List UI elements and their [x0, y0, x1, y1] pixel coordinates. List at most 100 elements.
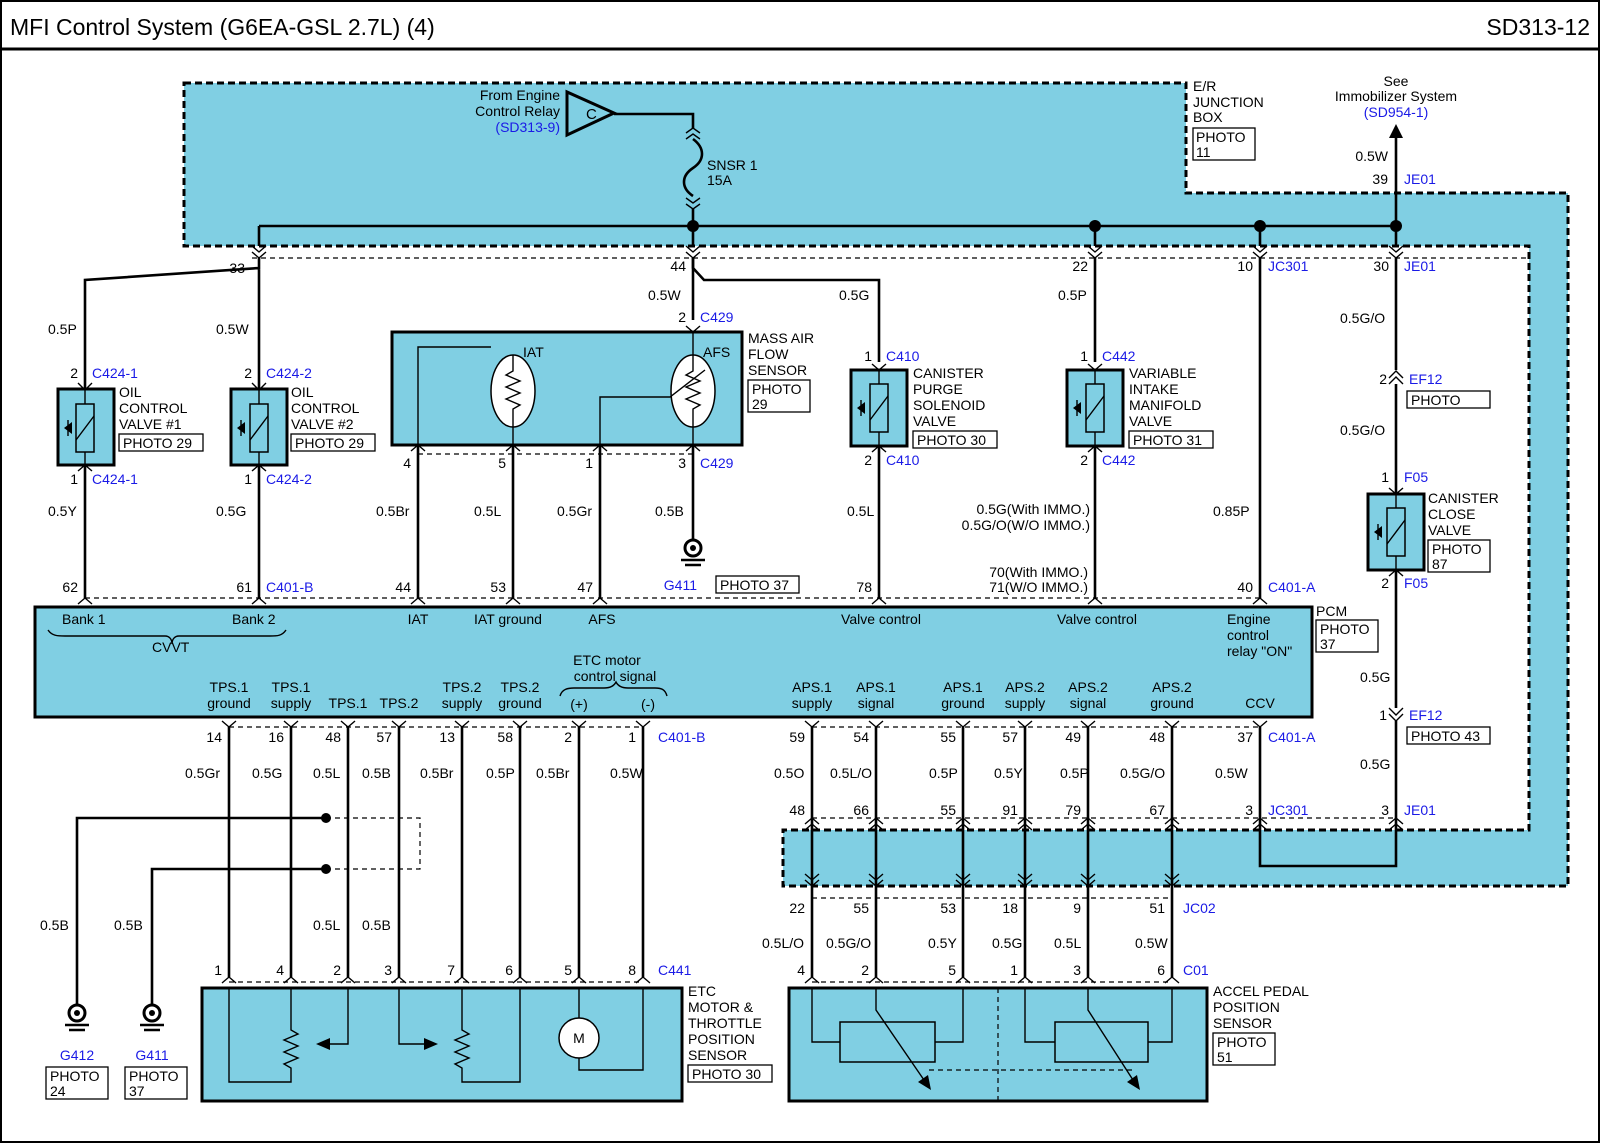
pcm: Bank 1 Bank 2 CVVT IAT IAT ground AFS Va… — [33, 605, 1314, 719]
svg-text:CANISTER: CANISTER — [913, 365, 984, 381]
svg-text:0.5L/O: 0.5L/O — [830, 765, 872, 781]
svg-text:0.5B: 0.5B — [362, 765, 391, 781]
svg-text:IAT ground: IAT ground — [474, 611, 542, 627]
svg-text:MOTOR &: MOTOR & — [688, 999, 754, 1015]
svg-text:PHOTO: PHOTO — [1217, 1034, 1267, 1050]
svg-text:2: 2 — [333, 962, 341, 978]
svg-text:JUNCTION: JUNCTION — [1193, 94, 1264, 110]
ground-g411-maf: G411 PHOTO 37 — [664, 538, 800, 594]
svg-text:0.5G/O(W/O IMMO.): 0.5G/O(W/O IMMO.) — [962, 517, 1090, 533]
svg-text:2: 2 — [1381, 575, 1389, 591]
svg-text:59: 59 — [789, 729, 805, 745]
svg-text:4: 4 — [403, 455, 411, 471]
svg-text:TPS.1: TPS.1 — [210, 679, 249, 695]
svg-text:9: 9 — [1073, 900, 1081, 916]
svg-text:0.5Br: 0.5Br — [536, 765, 570, 781]
svg-text:Bank 1: Bank 1 — [62, 611, 106, 627]
svg-text:C424-2: C424-2 — [266, 471, 312, 487]
svg-text:MASS AIR: MASS AIR — [748, 330, 814, 346]
svg-text:PHOTO: PHOTO — [1411, 392, 1461, 408]
svg-text:2: 2 — [861, 962, 869, 978]
svg-text:VALVE: VALVE — [1428, 522, 1471, 538]
svg-text:SOLENOID: SOLENOID — [913, 397, 985, 413]
svg-text:14: 14 — [206, 729, 222, 745]
svg-text:62: 62 — [62, 579, 78, 595]
svg-text:ground: ground — [1150, 695, 1194, 711]
svg-text:0.5Br: 0.5Br — [420, 765, 454, 781]
svg-text:0.5W: 0.5W — [1355, 148, 1388, 164]
svg-text:TPS.2: TPS.2 — [443, 679, 482, 695]
svg-text:0.85P: 0.85P — [1213, 503, 1250, 519]
svg-text:VALVE: VALVE — [913, 413, 956, 429]
svg-text:91: 91 — [1002, 802, 1018, 818]
svg-text:M: M — [573, 1030, 585, 1046]
svg-text:JE01: JE01 — [1404, 171, 1436, 187]
svg-text:0.5B: 0.5B — [40, 917, 69, 933]
fuse-snsr1: SNSR 1 15A — [682, 127, 758, 210]
svg-text:supply: supply — [442, 695, 482, 711]
svg-text:0.5G/O: 0.5G/O — [1120, 765, 1165, 781]
svg-text:0.5W: 0.5W — [216, 321, 249, 337]
svg-text:APS.1: APS.1 — [943, 679, 983, 695]
svg-text:0.5G: 0.5G — [1360, 756, 1390, 772]
svg-text:6: 6 — [1157, 962, 1165, 978]
svg-text:Engine: Engine — [1227, 611, 1271, 627]
svg-text:51: 51 — [1217, 1049, 1233, 1065]
svg-text:87: 87 — [1432, 556, 1448, 572]
svg-text:POSITION: POSITION — [1213, 999, 1280, 1015]
svg-text:6: 6 — [505, 962, 513, 978]
svg-text:11: 11 — [1196, 144, 1211, 160]
svg-text:1: 1 — [585, 455, 593, 471]
svg-text:THROTTLE: THROTTLE — [688, 1015, 762, 1031]
svg-text:CCV: CCV — [1245, 695, 1275, 711]
svg-text:48: 48 — [325, 729, 341, 745]
svg-text:0.5L: 0.5L — [847, 503, 874, 519]
svg-text:Valve control: Valve control — [1057, 611, 1137, 627]
svg-text:C410: C410 — [886, 452, 920, 468]
svg-text:79: 79 — [1065, 802, 1081, 818]
svg-text:TPS.2: TPS.2 — [380, 695, 419, 711]
svg-text:0.5L: 0.5L — [1054, 935, 1081, 951]
svg-text:AFS: AFS — [703, 344, 730, 360]
svg-text:0.5L: 0.5L — [474, 503, 501, 519]
svg-text:INTAKE: INTAKE — [1129, 381, 1179, 397]
svg-text:13: 13 — [439, 729, 455, 745]
svg-text:EF12: EF12 — [1409, 371, 1443, 387]
svg-text:78: 78 — [856, 579, 872, 595]
svg-text:2: 2 — [864, 452, 872, 468]
svg-text:CVVT: CVVT — [152, 639, 190, 655]
svg-text:C429: C429 — [700, 455, 734, 471]
svg-text:JE01: JE01 — [1404, 802, 1436, 818]
relay-feed-wire — [614, 112, 695, 128]
svg-text:1: 1 — [1080, 348, 1088, 364]
svg-text:PHOTO: PHOTO — [752, 381, 802, 397]
svg-text:0.5P: 0.5P — [929, 765, 958, 781]
svg-text:61: 61 — [236, 579, 252, 595]
svg-text:F05: F05 — [1404, 469, 1428, 485]
svg-text:TPS.1: TPS.1 — [329, 695, 368, 711]
svg-text:2: 2 — [1080, 452, 1088, 468]
svg-text:70(With IMMO.): 70(With IMMO.) — [989, 564, 1088, 580]
svg-text:1: 1 — [244, 471, 252, 487]
svg-text:1: 1 — [1010, 962, 1018, 978]
svg-text:1: 1 — [864, 348, 872, 364]
svg-text:C424-1: C424-1 — [92, 365, 138, 381]
svg-text:F05: F05 — [1404, 575, 1428, 591]
svg-text:(SD954-1): (SD954-1) — [1364, 104, 1429, 120]
svg-text:40: 40 — [1237, 579, 1253, 595]
svg-text:EF12: EF12 — [1409, 707, 1443, 723]
svg-text:C401-B: C401-B — [266, 579, 313, 595]
svg-text:5: 5 — [498, 455, 506, 471]
svg-text:FLOW: FLOW — [748, 346, 789, 362]
svg-text:0.5W: 0.5W — [610, 765, 643, 781]
svg-text:37: 37 — [129, 1083, 145, 1099]
svg-text:IAT: IAT — [523, 344, 544, 360]
svg-text:ground: ground — [498, 695, 542, 711]
svg-text:BOX: BOX — [1193, 109, 1223, 125]
svg-text:0.5G: 0.5G — [252, 765, 282, 781]
svg-text:55: 55 — [853, 900, 869, 916]
svg-text:4: 4 — [276, 962, 284, 978]
svg-text:0.5Br: 0.5Br — [376, 503, 410, 519]
